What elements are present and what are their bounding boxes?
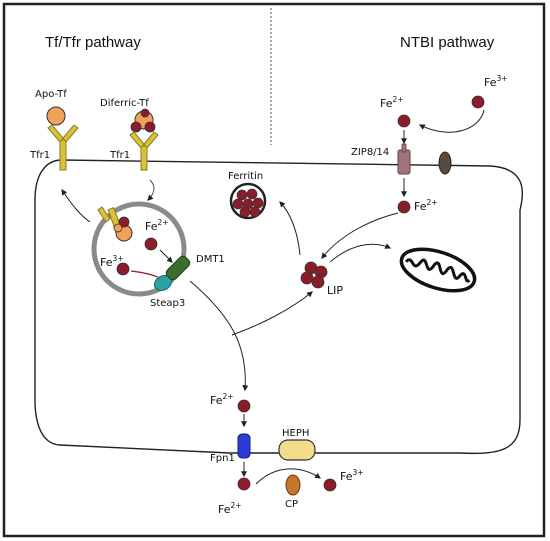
- arrow-lip-to-ferritin: [279, 201, 301, 256]
- dmt1-transporter: [165, 255, 191, 281]
- membrane-channel: [438, 151, 452, 175]
- iron-ion-fe3-endosome: [116, 262, 130, 276]
- label-fe3-extracellular: Fe3+: [484, 74, 508, 89]
- arrow-fe2-to-lip: [321, 212, 399, 259]
- label-ferritin: Ferritin: [228, 171, 263, 182]
- iron-ion-fe2-extracellular: [397, 114, 411, 128]
- fpn1-transporter: [237, 433, 251, 459]
- label-zip8-14: ZIP8/14: [351, 147, 389, 158]
- label-heph: HEPH: [282, 428, 309, 439]
- header-tf-pathway: Tf/Tfr pathway: [45, 34, 141, 51]
- diferric-tf-protein: [130, 108, 156, 133]
- zip8-14-stem: [401, 143, 407, 153]
- iron-ion-fe2-extracellular-bottom: [237, 477, 251, 491]
- arrow-to-lip: [231, 291, 313, 336]
- label-steap3: Steap3: [150, 298, 185, 309]
- iron-ion-fe2-export: [237, 399, 251, 413]
- arrow-fe3-reduction: [418, 109, 485, 133]
- label-fe3-endosome: Fe3+: [100, 254, 124, 269]
- label-fe2-endosome: Fe2+: [145, 218, 169, 233]
- zip8-14-transporter: [397, 149, 411, 175]
- ferritin-cage: [229, 182, 267, 220]
- arrow-cp-oxidation: [255, 468, 322, 485]
- iron-ion-fe3-extracellular: [471, 95, 485, 109]
- heph-enzyme: [278, 439, 316, 461]
- arrow-dmt1-to-fpn1: [189, 280, 249, 392]
- label-diferric-tf: Diferric-Tf: [100, 98, 149, 109]
- mitochondrion: [399, 247, 477, 293]
- label-cp: CP: [285, 499, 298, 510]
- label-tfr1-right: Tfr1: [109, 150, 130, 161]
- arrow-lip-to-mitochondrion: [329, 243, 392, 263]
- iron-ion-fe2-endosome: [144, 237, 158, 251]
- label-apo-tf: Apo-Tf: [35, 89, 67, 100]
- arrow-receptor-recycle: [61, 189, 91, 223]
- apo-tf-protein: [46, 106, 66, 126]
- label-fe2-intracellular: Fe2+: [414, 198, 438, 213]
- label-fe2-extracellular-bottom: Fe2+: [218, 501, 242, 516]
- tfr1-receptor-right: [129, 131, 159, 171]
- iron-ion-fe2-intracellular: [397, 200, 411, 214]
- arrow-fe3-to-steap3: [130, 270, 159, 278]
- endosomal-tfr1-complex: [97, 206, 133, 242]
- endosome: [91, 201, 187, 297]
- label-fpn1: Fpn1: [210, 453, 235, 464]
- label-tfr1-left: Tfr1: [29, 150, 50, 161]
- labile-iron-pool: [300, 261, 328, 289]
- tfr1-receptor-left: [47, 124, 79, 171]
- label-fe2-export: Fe2+: [210, 392, 234, 407]
- header-ntbi-pathway: NTBI pathway: [400, 34, 495, 51]
- cp-enzyme: [285, 474, 301, 496]
- label-lip: LIP: [327, 284, 343, 297]
- label-fe2-extracellular: Fe2+: [380, 95, 404, 110]
- iron-ion-fe3-export: [323, 478, 337, 492]
- cell-membrane: [34, 159, 523, 455]
- arrow-receptor-to-endosome: [147, 179, 155, 201]
- label-dmt1: DMT1: [196, 254, 225, 265]
- label-fe3-export: Fe3+: [340, 468, 364, 483]
- arrow-fe2-to-dmt1: [159, 249, 173, 263]
